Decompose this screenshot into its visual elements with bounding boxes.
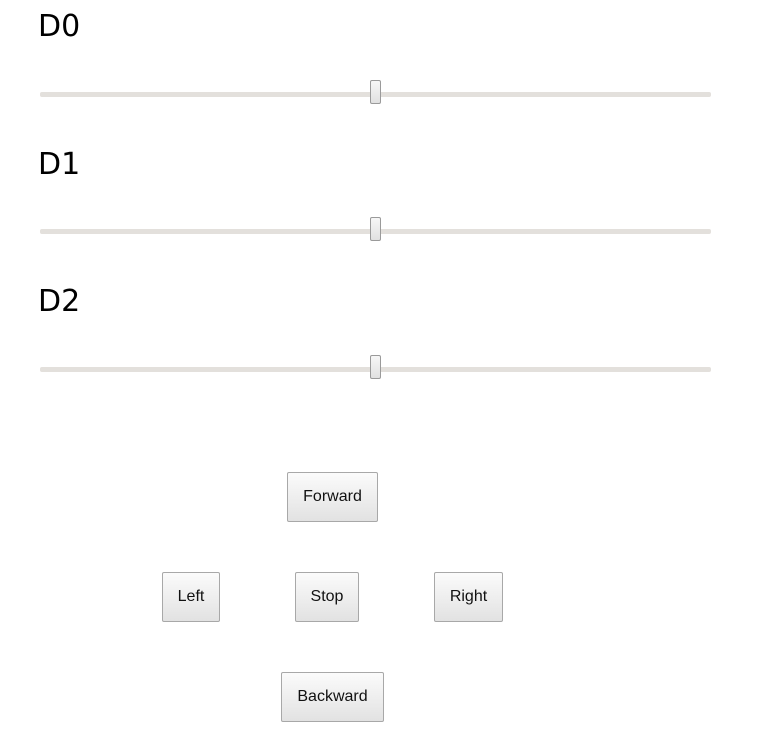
slider-d1-track[interactable]: [40, 217, 711, 241]
backward-button[interactable]: Backward: [281, 672, 384, 722]
slider-d1-label: D1: [38, 147, 81, 182]
slider-d1-thumb[interactable]: [369, 217, 381, 241]
slider-d2-thumb[interactable]: [369, 355, 381, 379]
slider-d2-track[interactable]: [40, 355, 711, 379]
right-button[interactable]: Right: [434, 572, 503, 622]
slider-d0-thumb[interactable]: [369, 80, 381, 104]
forward-button[interactable]: Forward: [287, 472, 378, 522]
stop-button[interactable]: Stop: [295, 572, 359, 622]
slider-d0-label: D0: [38, 9, 81, 44]
slider-d2-label: D2: [38, 284, 81, 319]
slider-d0-track[interactable]: [40, 80, 711, 104]
left-button[interactable]: Left: [162, 572, 220, 622]
